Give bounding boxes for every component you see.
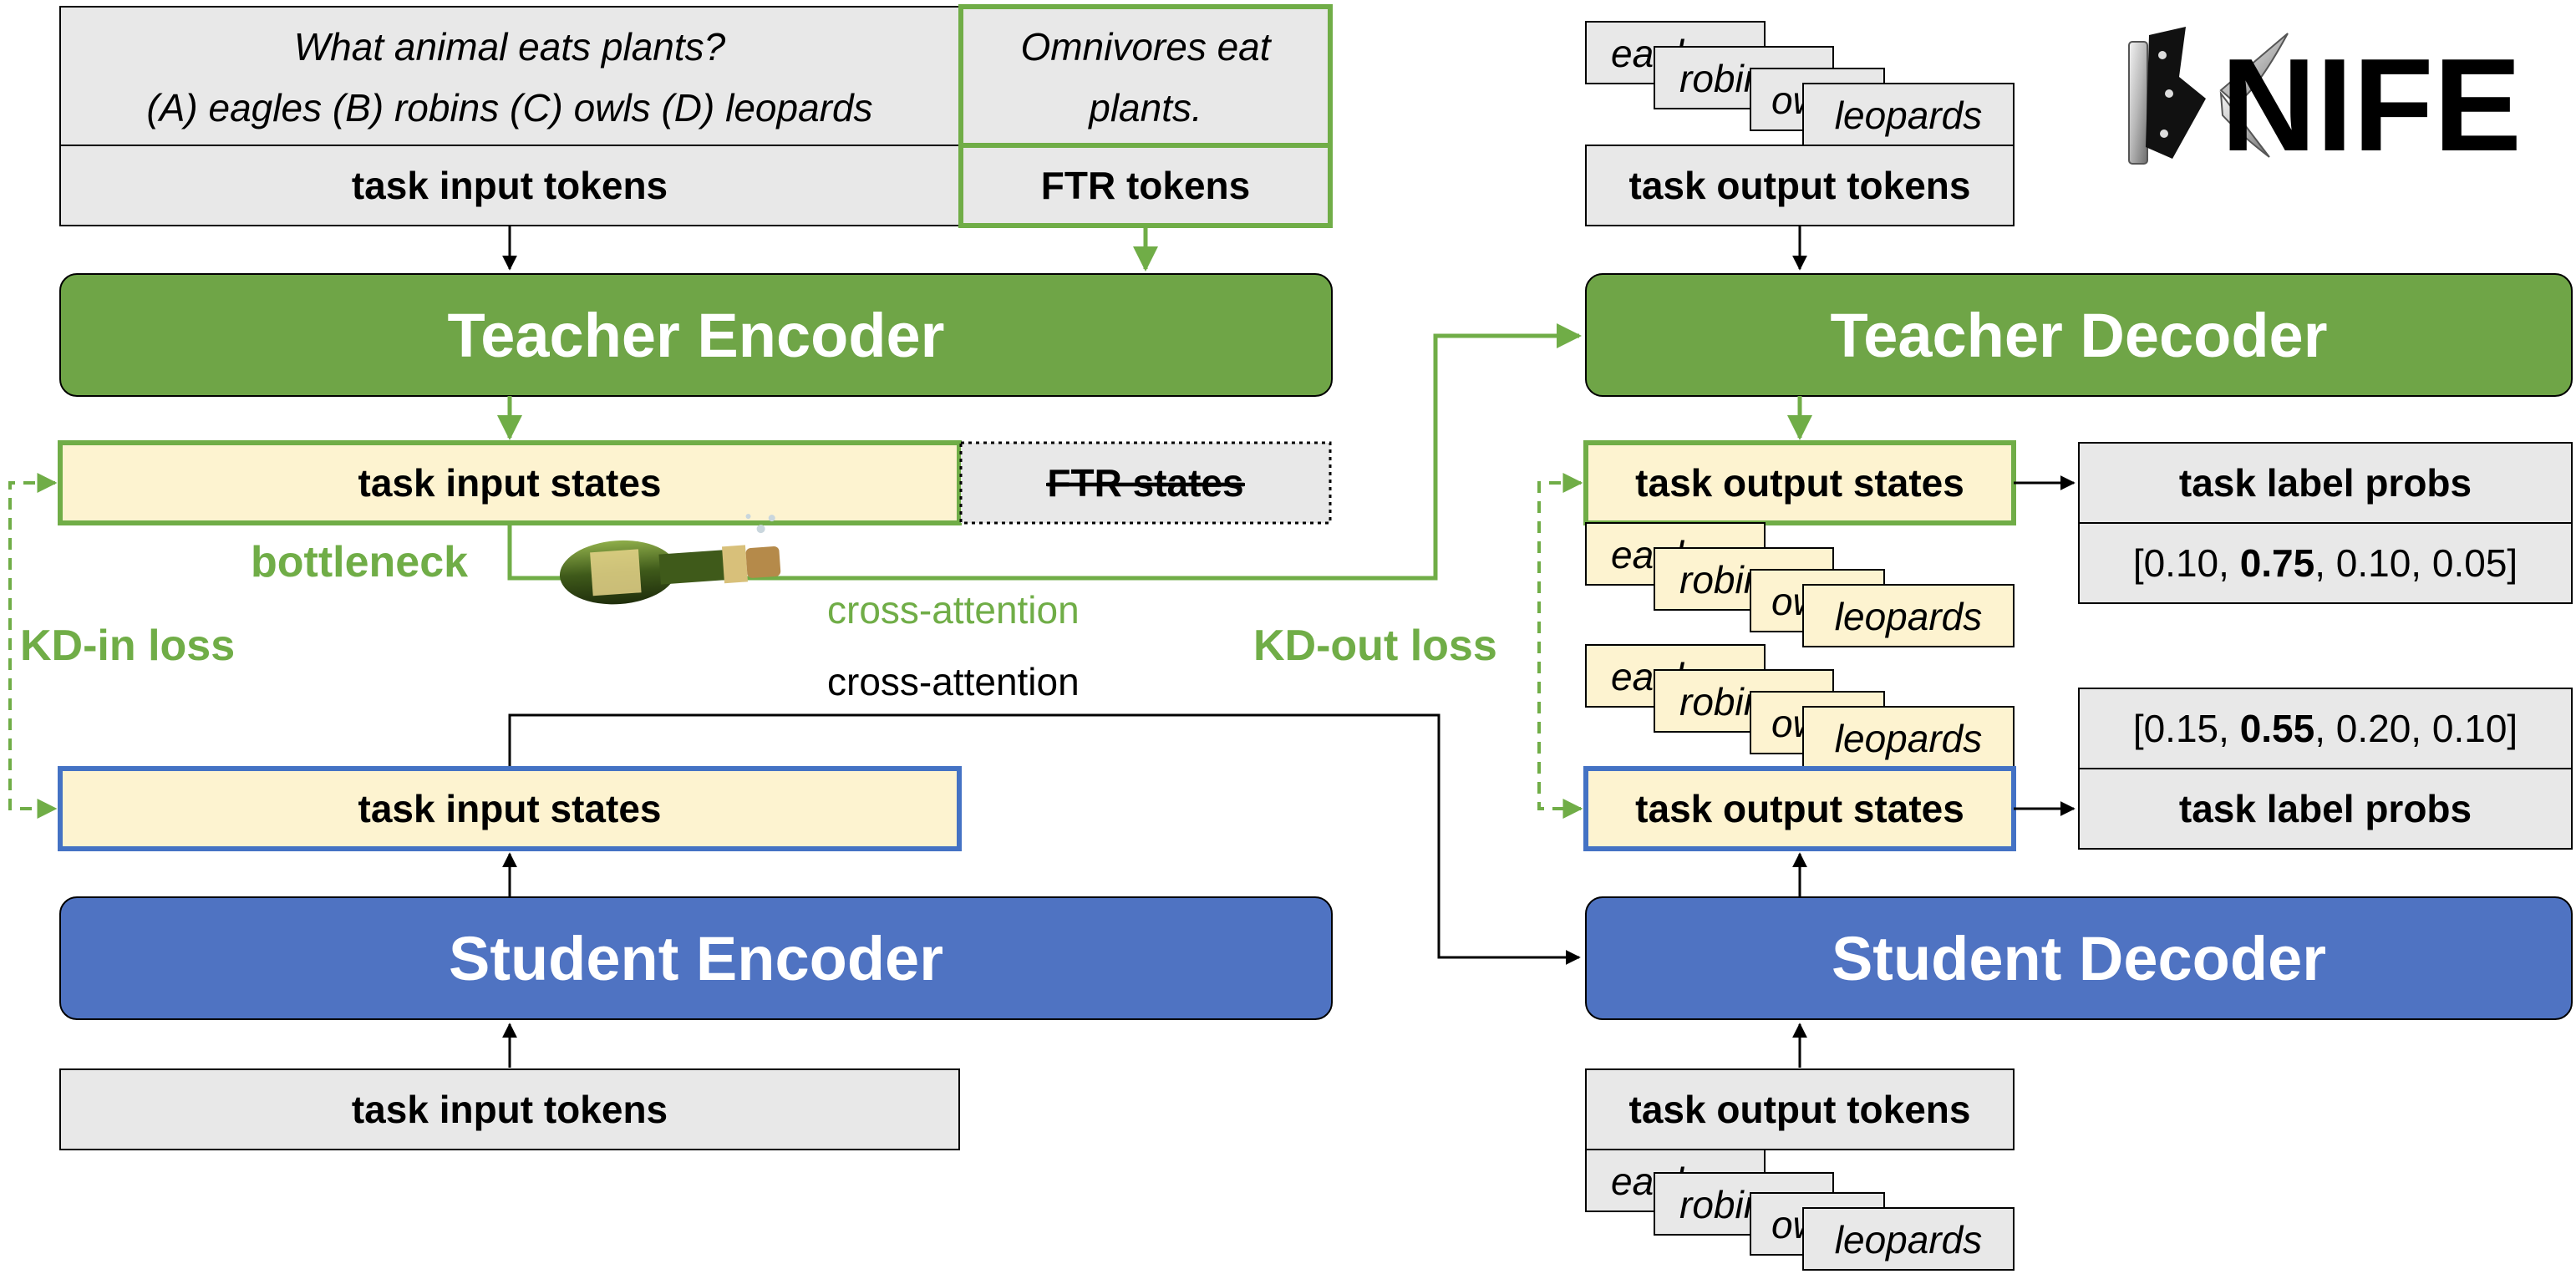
teacher-cross-attention-label: cross-attention	[827, 588, 1080, 632]
ftr-tokens-label: FTR tokens	[1041, 164, 1250, 207]
champagne-bottle-icon	[559, 514, 781, 605]
kd-in-loss-bracket	[8, 473, 58, 819]
kd-out-loss-label: KD-out loss	[1253, 622, 1497, 670]
knife-logo: NIFE	[2128, 27, 2522, 179]
option-card-text: leopards	[1835, 1218, 1982, 1261]
question-line-1: What animal eats plants?	[294, 25, 726, 69]
teacher-task-label-probs: task label probs [0.10, 0.75, 0.10, 0.05…	[2078, 442, 2573, 604]
student-decoder-label: Student Decoder	[1832, 924, 2326, 993]
teacher-probs-values: [0.10, 0.75, 0.10, 0.05]	[2133, 541, 2518, 585]
student-task-output-tokens-label: task output tokens	[1629, 1088, 1971, 1131]
teacher-task-input-states: task input states	[58, 440, 962, 525]
teacher-task-label-probs-label: task label probs	[2179, 461, 2472, 505]
teacher-output-options: eagles robins owls leopards	[1585, 21, 2015, 146]
bottleneck-label: bottleneck	[251, 538, 468, 586]
kd-in-loss-label: KD-in loss	[20, 622, 235, 670]
teacher-encoder: Teacher Encoder	[59, 273, 1333, 397]
ftr-text-line-1: Omnivores eat	[1020, 25, 1272, 69]
student-task-label-probs: [0.15, 0.55, 0.20, 0.10] task label prob…	[2078, 688, 2573, 850]
student-task-input-states-label: task input states	[358, 787, 662, 830]
student-task-output-tokens: task output tokens	[1585, 1068, 2015, 1150]
question-line-2: (A) eagles (B) robins (C) owls (D) leopa…	[146, 86, 872, 129]
ftr-text-line-2: plants.	[1087, 86, 1202, 129]
teacher-task-output-tokens: task output tokens	[1585, 145, 2015, 226]
bottleneck-cross-attention-path	[507, 323, 1582, 581]
student-task-label-probs-label: task label probs	[2179, 787, 2472, 830]
teacher-state-options: eagles robins owls leopards	[1585, 522, 2015, 647]
option-card-text: leopards	[1835, 595, 1982, 638]
student-state-options: eagles robins owls leopards	[1585, 644, 2015, 769]
student-decoder: Student Decoder	[1585, 896, 2573, 1020]
option-card-text: leopards	[1835, 94, 1982, 137]
ftr-states: FTR states	[959, 441, 1332, 525]
student-task-input-states: task input states	[58, 766, 962, 851]
teacher-task-output-states-label: task output states	[1635, 461, 1964, 505]
student-task-output-states-label: task output states	[1635, 787, 1964, 830]
logo-wordmark: NIFE	[2221, 32, 2522, 179]
student-task-input-tokens: task input tokens	[59, 1068, 960, 1150]
option-card-text: leopards	[1835, 717, 1982, 760]
teacher-task-input-states-label: task input states	[358, 461, 662, 505]
ftr-panel: Omnivores eat plants. FTR tokens	[958, 4, 1333, 228]
student-task-input-tokens-label: task input tokens	[352, 1088, 668, 1131]
student-cross-attention-label: cross-attention	[827, 660, 1080, 703]
teacher-decoder: Teacher Decoder	[1585, 273, 2573, 397]
kd-out-loss-bracket	[1537, 473, 1583, 819]
knife-k-logo-icon	[2128, 27, 2289, 165]
student-task-output-states: task output states	[1583, 766, 2016, 851]
student-probs-values: [0.15, 0.55, 0.20, 0.10]	[2133, 707, 2518, 750]
teacher-task-output-states: task output states	[1583, 440, 2016, 525]
student-encoder-label: Student Encoder	[449, 924, 943, 993]
student-cross-attention-path	[508, 713, 1581, 965]
teacher-task-input-tokens-label: task input tokens	[352, 164, 668, 207]
student-output-options: eagles robins owls leopards	[1585, 1149, 2015, 1271]
teacher-encoder-label: Teacher Encoder	[448, 301, 945, 370]
teacher-input-panel: What animal eats plants? (A) eagles (B) …	[59, 6, 960, 226]
student-encoder: Student Encoder	[59, 896, 1333, 1020]
teacher-decoder-label: Teacher Decoder	[1831, 301, 2328, 370]
teacher-task-output-tokens-label: task output tokens	[1629, 164, 1971, 207]
